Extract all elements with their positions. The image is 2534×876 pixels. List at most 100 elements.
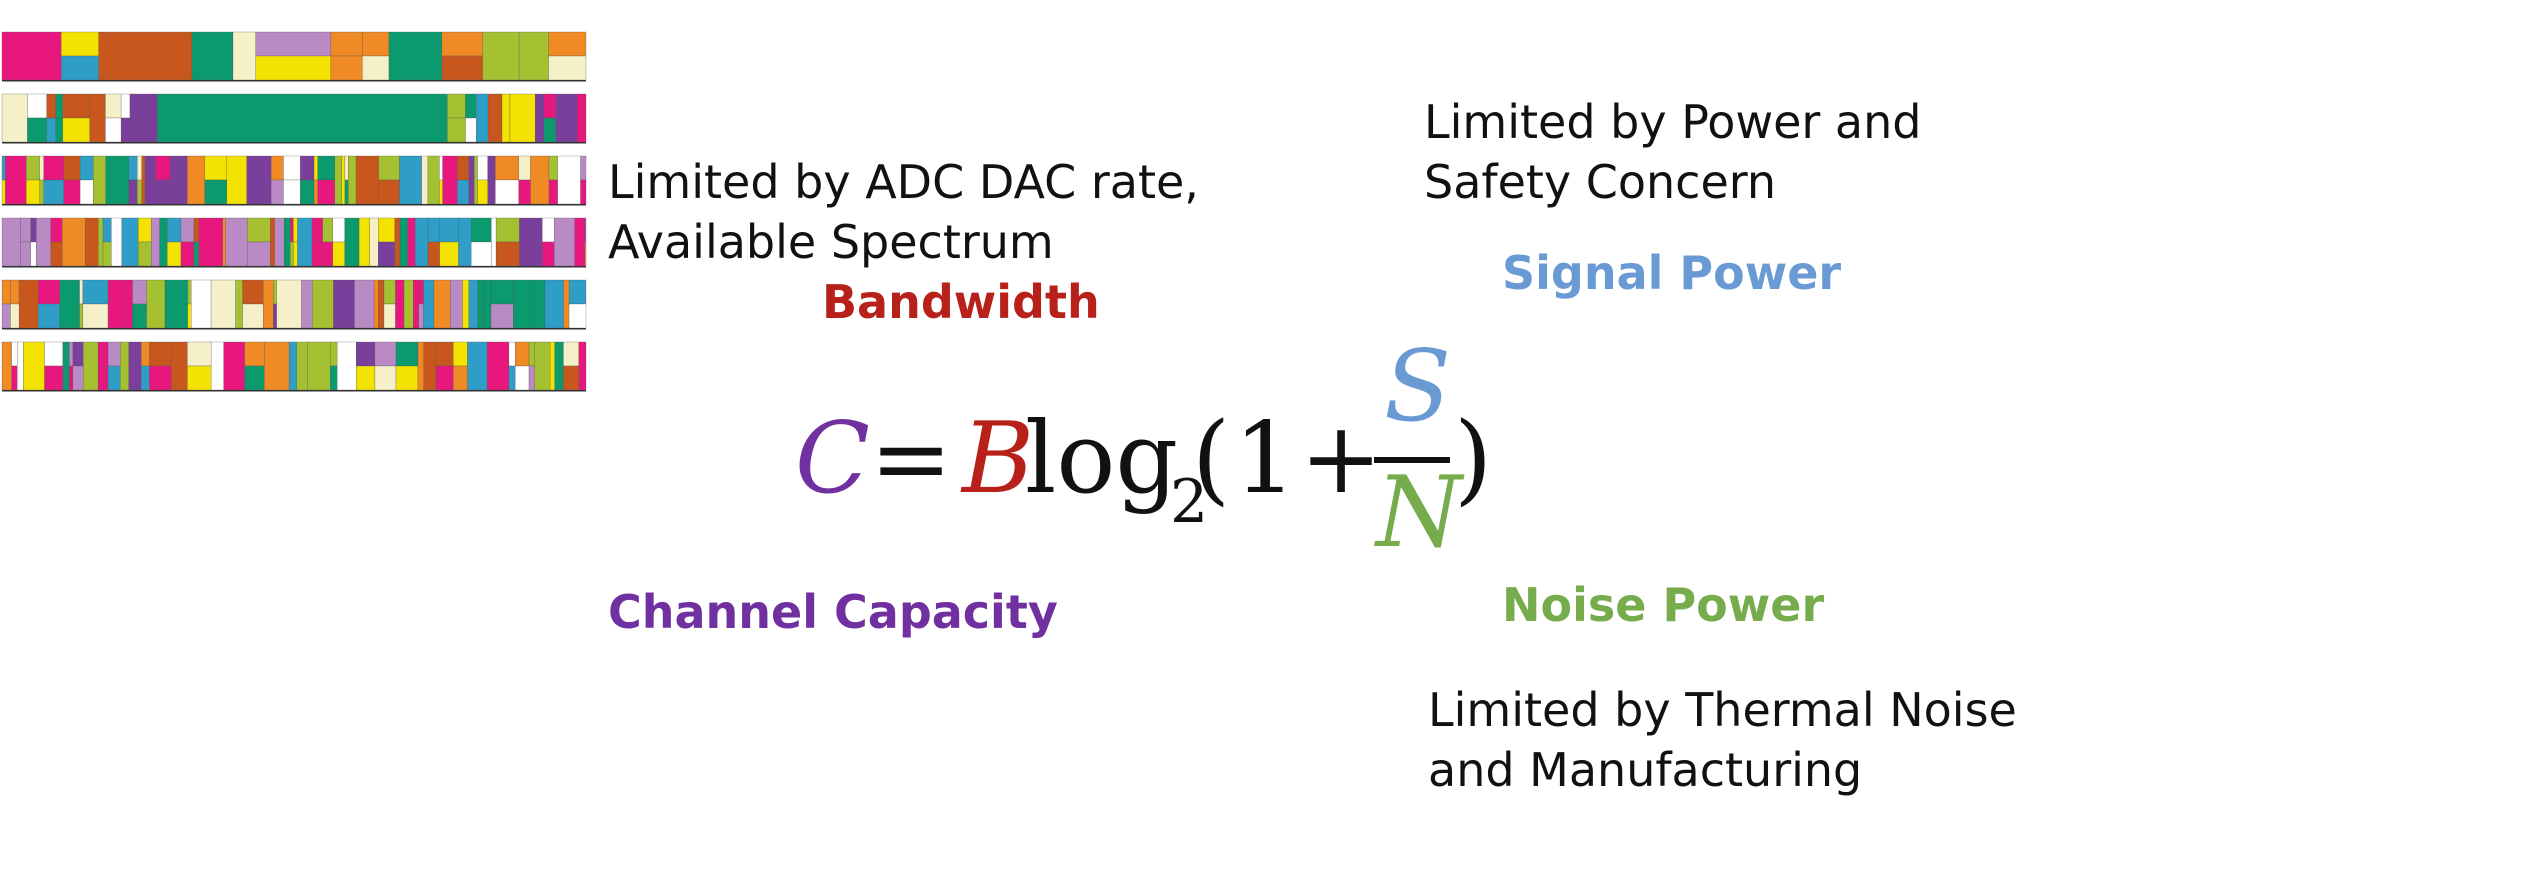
spectrum-band xyxy=(322,241,333,267)
spectrum-band xyxy=(141,365,150,391)
spectrum-band xyxy=(146,279,166,329)
spectrum-band xyxy=(167,217,182,243)
spectrum-band xyxy=(563,279,570,329)
spectrum-row-axis xyxy=(2,328,586,330)
spectrum-band xyxy=(226,155,247,205)
spectrum-band xyxy=(82,303,109,329)
spectrum-band xyxy=(102,217,112,243)
spectrum-band xyxy=(120,117,131,143)
spectrum-band xyxy=(83,341,99,391)
spectrum-band xyxy=(442,155,458,205)
spectrum-band xyxy=(149,341,172,367)
spectrum-band xyxy=(471,241,492,267)
log-base: 2 xyxy=(1170,467,1209,537)
spectrum-band xyxy=(312,279,334,329)
spectrum-band xyxy=(519,217,543,267)
noise-symbol: N xyxy=(1376,456,1462,570)
spectrum-band xyxy=(141,341,150,367)
spectrum-band xyxy=(187,365,212,391)
spectrum-band xyxy=(20,217,31,243)
spectrum-band xyxy=(1,303,11,329)
spectrum-band xyxy=(439,241,459,267)
spectrum-band xyxy=(38,279,61,305)
spectrum-band xyxy=(421,155,429,205)
spectrum-band xyxy=(210,341,224,391)
spectrum-band xyxy=(293,217,298,243)
spectrum-band xyxy=(534,341,551,391)
spectrum-band xyxy=(72,341,84,367)
spectrum-band xyxy=(246,155,272,205)
spectrum-band xyxy=(477,179,488,205)
spectrum-band xyxy=(26,155,40,181)
spectrum-band xyxy=(518,31,549,81)
spectrum-band xyxy=(62,93,90,119)
spectrum-band xyxy=(457,155,470,181)
spectrum-band xyxy=(476,93,489,143)
spectrum-band xyxy=(255,31,332,57)
spectrum-band xyxy=(501,93,511,143)
spectrum-band xyxy=(358,217,370,267)
spectrum-band xyxy=(394,217,401,267)
spectrum-band xyxy=(528,365,535,391)
spectrum-band xyxy=(180,217,195,243)
spectrum-band xyxy=(311,241,323,267)
spectrum-band xyxy=(1,179,6,205)
spectrum-band xyxy=(441,31,483,57)
spectrum-band xyxy=(46,117,56,143)
spectrum-band xyxy=(39,155,44,181)
spectrum-band xyxy=(495,179,519,205)
spectrum-band xyxy=(543,117,556,143)
spectrum-band xyxy=(244,365,265,391)
spectrum-band xyxy=(120,93,131,119)
spectrum-band xyxy=(435,341,454,367)
spectrum-band xyxy=(23,341,45,391)
spectrum-band xyxy=(276,279,302,329)
spectrum-band xyxy=(128,179,138,205)
spectrum-band xyxy=(85,217,99,267)
spectrum-row-axis xyxy=(2,80,586,82)
spectrum-band xyxy=(43,179,64,205)
spectrum-band xyxy=(378,241,395,267)
spectrum-band xyxy=(1,217,21,267)
spectrum-band xyxy=(187,303,192,329)
spectrum-band xyxy=(317,179,336,205)
spectrum-band xyxy=(235,279,243,329)
spectrum-band xyxy=(1,31,62,81)
spectrum-band xyxy=(223,341,245,391)
spectrum-allocation-chart xyxy=(1,31,587,392)
spectrum-band xyxy=(447,117,466,143)
plus-sign: + xyxy=(1300,402,1383,516)
spectrum-band xyxy=(43,155,64,181)
spectrum-band xyxy=(557,155,581,205)
spectrum-band xyxy=(244,341,265,367)
spectrum-band xyxy=(225,217,248,267)
spectrum-band xyxy=(487,93,503,143)
spectrum-band xyxy=(457,179,470,205)
spectrum-row-axis xyxy=(2,266,586,268)
spectrum-band xyxy=(5,155,27,205)
spectrum-band xyxy=(348,155,357,205)
bandwidth-note-line2: Available Spectrum xyxy=(608,215,1054,269)
spectrum-band xyxy=(293,241,298,267)
spectrum-band xyxy=(72,365,84,391)
spectrum-band xyxy=(465,117,477,143)
spectrum-band xyxy=(164,279,188,329)
spectrum-band xyxy=(532,279,546,329)
spectrum-band xyxy=(44,341,64,367)
spectrum-band xyxy=(30,217,37,243)
spectrum-band xyxy=(576,93,587,143)
spectrum-band xyxy=(395,341,419,367)
number-one: 1 xyxy=(1234,402,1297,516)
spectrum-band xyxy=(187,155,205,205)
spectrum-band xyxy=(317,155,336,181)
spectrum-band xyxy=(407,217,416,267)
spectrum-band xyxy=(55,117,63,143)
spectrum-band xyxy=(427,241,440,267)
spectrum-band xyxy=(170,341,188,391)
spectrum-band xyxy=(155,155,171,181)
spectrum-band xyxy=(128,155,138,181)
spectrum-band xyxy=(82,279,109,305)
spectrum-band xyxy=(413,279,419,329)
spectrum-band xyxy=(544,279,564,329)
spectrum-band xyxy=(548,31,587,57)
